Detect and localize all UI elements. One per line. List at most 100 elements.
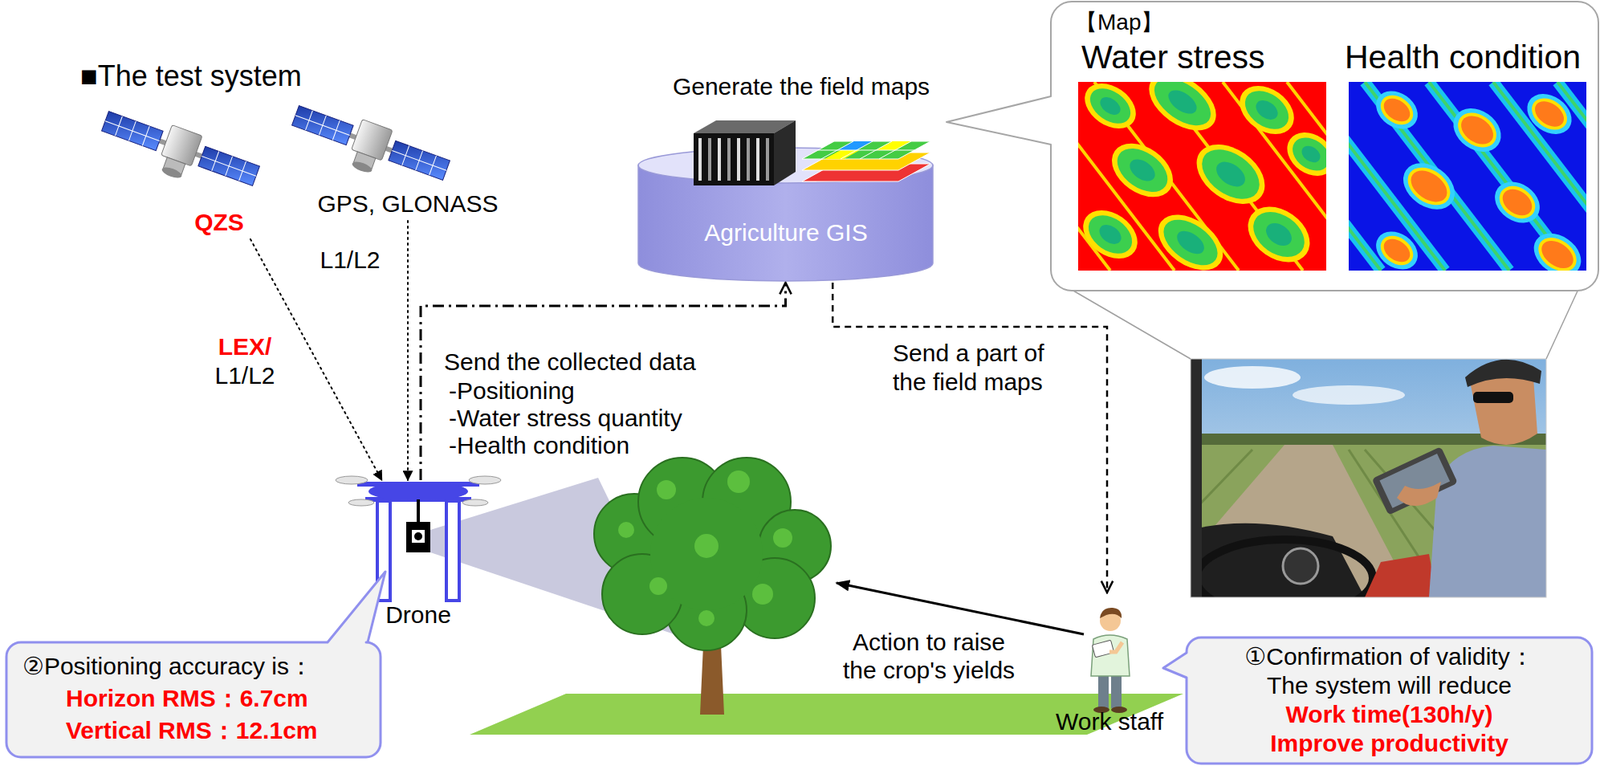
map-callout-shape: [1368, 223, 1425, 271]
map-callout-shape: [946, 1, 1599, 291]
action-arrow: [836, 582, 1084, 635]
node-text: QZS: [194, 208, 245, 237]
field-photo: [1372, 446, 1458, 515]
gis-database-shape: [708, 138, 712, 181]
drone-icon: [416, 499, 420, 522]
drone-icon: [446, 500, 460, 601]
map-callout-shape: [1102, 132, 1184, 208]
diagram-title: ■The test system: [80, 59, 302, 93]
map-callout-shape: [1278, 123, 1327, 185]
tree: [656, 480, 676, 500]
callout-box: ①Confirmation of validity：The system wil…: [1186, 637, 1592, 764]
drone-icon: [348, 499, 375, 506]
map-callout-shape: [1531, 230, 1583, 271]
connector-arrow: [250, 239, 383, 481]
node-text: Health condition: [1344, 38, 1581, 77]
field-photo: [1204, 366, 1301, 389]
tree: [618, 470, 793, 627]
work-staff-figure: [1099, 607, 1122, 619]
zoom-line: [1067, 285, 1580, 359]
field-photo: [1282, 548, 1319, 584]
drone-icon: [335, 476, 501, 601]
connector-arrow: [832, 282, 1108, 593]
map-callout-shape: [1526, 224, 1587, 271]
gis-database-shape: [818, 141, 915, 159]
work-staff-node: Work staff: [1047, 592, 1169, 738]
node-text: GPS, GLONASS: [317, 190, 498, 219]
callout-text-line: Vertical RMS：12.1cm: [65, 714, 318, 747]
drone-icon: [368, 481, 469, 501]
drone-icon: [406, 521, 431, 553]
label-text: -Positioning: [448, 377, 575, 406]
map-callout-shape: [1185, 132, 1277, 217]
tree: [698, 610, 715, 627]
field-photo: [1292, 385, 1405, 405]
map-callout: 【Map】Water stressHealth condition: [1050, 1, 1599, 291]
map-callout-shape: [1083, 81, 1138, 131]
gis-database-shape: [756, 138, 760, 181]
map-callout-shape: [1109, 139, 1177, 201]
tree: [594, 457, 831, 651]
label-text: Send the collected data: [443, 348, 697, 377]
map-callout-shape: [1245, 202, 1314, 266]
field-photo: [1379, 453, 1450, 509]
map-callout-shape: [1081, 207, 1140, 261]
tree: [773, 528, 793, 548]
satellite-node: GPS, GLONASS: [297, 108, 514, 221]
gis-database-shape: [727, 138, 731, 181]
satellite-icon: [94, 97, 453, 204]
gis-database-shape: [802, 141, 931, 159]
gis-database-shape: [875, 141, 912, 151]
map-callout-shape: [1155, 210, 1226, 271]
map-callout-shape: [1375, 229, 1419, 271]
callout-text-line: The system will reduce: [1244, 671, 1534, 701]
drone-icon: [335, 476, 368, 485]
map-callout-shape: [1078, 81, 1145, 139]
callout-text-line: Improve productivity: [1244, 728, 1534, 758]
callout-text-line: ①Confirmation of validity：: [1244, 642, 1534, 672]
gis-database-shape: [717, 138, 721, 181]
tree: [594, 457, 831, 715]
map-callout-shape: [1164, 85, 1201, 119]
drone-icon: [462, 499, 489, 506]
map-callout-shape: [1379, 234, 1414, 267]
map-callout-shape: [1211, 156, 1250, 192]
satellite-node: QZS: [120, 108, 265, 240]
tree: [650, 497, 763, 611]
map-callout-shape: [1237, 82, 1296, 137]
gis-database-shape: [736, 138, 741, 181]
callout-text: ①Confirmation of validity：The system wil…: [1244, 642, 1534, 758]
map-callout-shape: [1078, 81, 1327, 271]
map-callout-shape: [1404, 164, 1453, 209]
work-staff-figure: [1109, 642, 1123, 652]
connector-arrow: [407, 220, 409, 481]
label-text: Generate the field maps: [672, 73, 930, 102]
map-callout-shape: [1095, 220, 1125, 249]
map-callout-shape: [1394, 153, 1464, 219]
map-callout-shape: [1493, 179, 1542, 225]
work-staff-figure: [1091, 607, 1130, 713]
map-callout-shape: [1455, 109, 1499, 151]
map-callout-shape: [1146, 81, 1220, 135]
map-callout-shape: [1262, 218, 1296, 251]
map-callout-shape: [1445, 99, 1510, 161]
map-callout-shape: [1536, 235, 1579, 271]
map-callout-shape: [1172, 226, 1209, 259]
map-callout-shape: [1368, 83, 1425, 138]
work-staff-figure: [1111, 672, 1122, 709]
map-callout-shape: [1192, 139, 1269, 210]
map-callout-shape: [1526, 91, 1574, 136]
tree: [649, 577, 668, 595]
map-callout-shape: [1252, 96, 1282, 124]
gis-database-shape: [837, 141, 873, 151]
work-staff-figure: [1091, 639, 1114, 658]
label-text: L1/L2: [319, 246, 380, 275]
tree: [618, 521, 635, 538]
label-text: LEX/: [218, 333, 273, 362]
gis-database-shape: [637, 118, 934, 283]
map-callout-shape: [1348, 81, 1587, 271]
gis-database-shape: [765, 138, 770, 181]
map-callout-shape: [1379, 93, 1414, 127]
field-photo: [1190, 358, 1547, 598]
